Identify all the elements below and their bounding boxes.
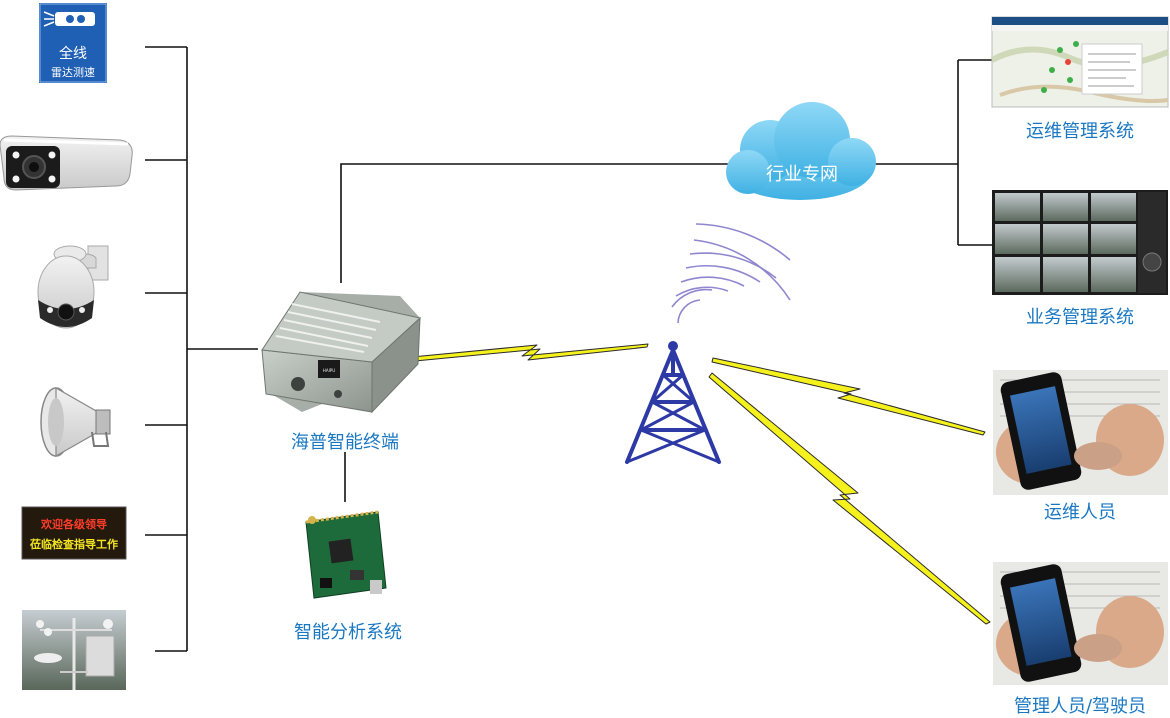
horn-speaker-icon[interactable] — [40, 386, 111, 458]
map-dashboard-icon[interactable] — [990, 16, 1170, 108]
terminal-to-network-line — [340, 163, 730, 283]
dome-camera-icon[interactable] — [37, 245, 109, 329]
terminal-box-icon[interactable]: HAIPU — [261, 291, 422, 414]
connector-lines — [145, 46, 992, 652]
cloud-icon — [726, 102, 876, 200]
wireless-links — [411, 343, 991, 625]
bullet-camera-icon[interactable] — [0, 135, 133, 191]
bolt-terminal-tower — [411, 343, 649, 362]
terminal-label: 海普智能终端 — [291, 432, 399, 453]
signal-waves — [671, 223, 791, 324]
radar-speed-sign-icon[interactable]: 全线 雷达测速 — [37, 1, 109, 85]
led-line2: 莅临检查指导工作 — [30, 537, 118, 551]
radar-sign-line2: 雷达测速 — [51, 66, 95, 79]
terminal-box-text: HAIPU — [323, 368, 335, 373]
smartphone-hand-icon[interactable] — [993, 370, 1168, 495]
managers-label: 管理人员/驾驶员 — [1013, 696, 1147, 717]
bolt-tower-ops-staff — [711, 357, 986, 436]
radio-tower-icon — [625, 223, 791, 464]
led-line1: 欢迎各级领导 — [40, 517, 107, 531]
analysis-label: 智能分析系统 — [294, 622, 402, 643]
circuit-board-icon[interactable] — [305, 510, 387, 599]
smartphone-hand-icon[interactable] — [993, 562, 1168, 685]
bolt-tower-managers — [708, 372, 991, 625]
led-display-icon[interactable]: 欢迎各级领导 莅临检查指导工作 — [21, 506, 127, 560]
ops-system-label: 运维管理系统 — [1026, 121, 1134, 142]
biz-system-label: 业务管理系统 — [1026, 307, 1134, 328]
video-wall-icon[interactable] — [992, 190, 1168, 295]
network-label: 行业专网 — [766, 164, 838, 185]
weather-station-icon[interactable] — [22, 610, 126, 690]
radar-sign-line1: 全线 — [59, 45, 87, 62]
ops-staff-label: 运维人员 — [1044, 502, 1116, 523]
